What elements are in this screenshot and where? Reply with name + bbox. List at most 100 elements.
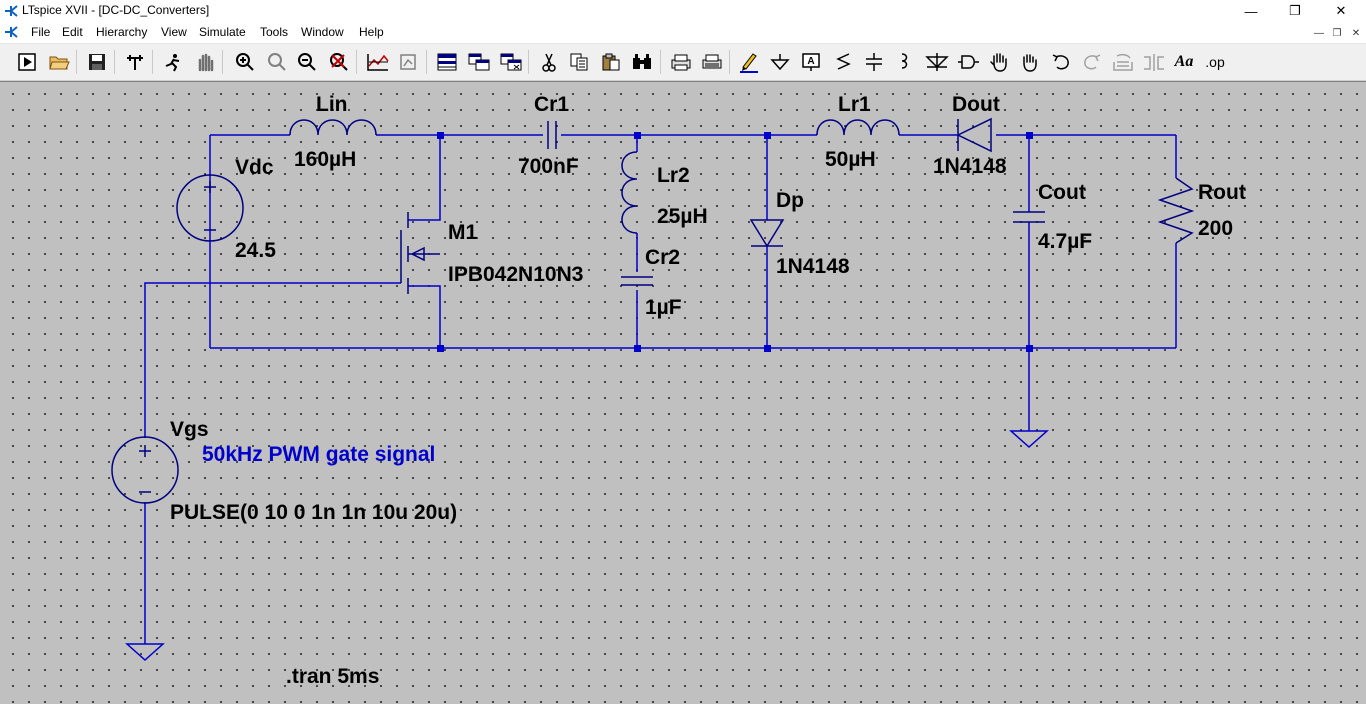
save-icon[interactable] [84, 50, 110, 74]
menu-simulate[interactable]: Simulate [199, 25, 246, 39]
tile-horizontal-icon[interactable] [434, 50, 460, 74]
cr1-name-label[interactable]: Cr1 [534, 93, 570, 116]
run-icon[interactable] [160, 50, 186, 74]
cout-value-label[interactable]: 4.7µF [1038, 230, 1093, 253]
ground-symbol-gate[interactable] [125, 643, 165, 662]
paste-icon[interactable] [598, 50, 624, 74]
lr1-value-label[interactable]: 50µH [825, 148, 876, 171]
drag-hand-icon[interactable] [1016, 50, 1042, 74]
schematic-canvas[interactable] [0, 81, 1366, 704]
lr2-value-label[interactable]: 25µH [657, 205, 708, 228]
cut-icon[interactable] [536, 50, 562, 74]
toolbar-separator [76, 50, 77, 74]
cr1-value-label[interactable]: 700nF [518, 155, 579, 178]
dp-name-label[interactable]: Dp [776, 189, 804, 212]
dout-value-label[interactable]: 1N4148 [933, 155, 1007, 178]
new-schematic-icon[interactable] [14, 50, 40, 74]
open-icon[interactable] [46, 50, 72, 74]
text-icon[interactable]: Aa [1171, 50, 1197, 74]
menu-hierarchy[interactable]: Hierarchy [96, 25, 148, 39]
rotate-icon[interactable] [1110, 50, 1136, 74]
pick-visible-icon[interactable] [396, 50, 422, 74]
tran-directive[interactable]: .tran 5ms [286, 665, 380, 688]
cascade-icon[interactable] [466, 50, 492, 74]
document-icon[interactable] [3, 24, 19, 40]
voltage-source-vdc-symbol[interactable] [176, 174, 244, 242]
inductor-lr1-symbol[interactable] [816, 119, 900, 136]
lin-value-label[interactable]: 160µH [294, 148, 357, 171]
capacitor-cr1-symbol[interactable] [547, 121, 557, 149]
rout-value-label[interactable]: 200 [1198, 217, 1234, 240]
ground-icon[interactable] [767, 50, 793, 74]
print-setup-icon[interactable] [699, 50, 725, 74]
toolbar-separator [222, 50, 223, 74]
minimize-button[interactable]: — [1244, 3, 1258, 19]
zoom-in-icon[interactable] [232, 50, 258, 74]
label-net-icon[interactable]: A [798, 50, 824, 74]
menu-help[interactable]: Help [359, 25, 384, 39]
cr2-name-label[interactable]: Cr2 [645, 246, 681, 269]
rout-name-label[interactable]: Rout [1198, 181, 1246, 204]
ground-symbol-output[interactable] [1009, 430, 1049, 449]
undo-icon[interactable] [1048, 50, 1074, 74]
menu-edit[interactable]: Edit [62, 25, 83, 39]
mdi-restore-button[interactable]: ❐ [1332, 27, 1342, 39]
pwm-comment-text[interactable]: 50kHz PWM gate signal [202, 443, 436, 466]
lin-name-label[interactable]: Lin [316, 93, 348, 116]
cout-name-label[interactable]: Cout [1038, 181, 1086, 204]
draw-wire-icon[interactable] [736, 50, 762, 74]
resistor-rout-symbol[interactable] [1157, 177, 1195, 244]
close-window-icon[interactable] [498, 50, 524, 74]
vdc-value-label[interactable]: 24.5 [235, 239, 276, 262]
close-button[interactable]: ✕ [1335, 3, 1347, 18]
vdc-name-label[interactable]: Vdc [235, 156, 274, 179]
menu-view[interactable]: View [161, 25, 187, 39]
diode-icon[interactable] [924, 50, 950, 74]
toolbar-separator [660, 50, 661, 74]
m1-value-label[interactable]: IPB042N10N3 [448, 263, 584, 286]
menu-file[interactable]: File [31, 25, 51, 39]
inductor-icon[interactable] [892, 50, 918, 74]
zoom-out-icon[interactable] [294, 50, 320, 74]
m1-name-label[interactable]: M1 [448, 221, 478, 244]
control-panel-icon[interactable] [122, 50, 148, 74]
diode-dp-symbol[interactable] [749, 219, 785, 248]
lr2-name-label[interactable]: Lr2 [657, 164, 690, 187]
vgs-value-label[interactable]: PULSE(0 10 0 1n 1n 10u 20u) [170, 501, 458, 524]
restore-button[interactable]: ❐ [1289, 3, 1301, 18]
toolbar: A Aa .op [0, 44, 1366, 81]
zoom-pan-icon[interactable] [264, 50, 290, 74]
redo-icon[interactable] [1079, 50, 1105, 74]
spice-directive-icon[interactable]: .op [1202, 50, 1228, 74]
dout-name-label[interactable]: Dout [952, 93, 1000, 116]
menu-tools[interactable]: Tools [260, 25, 289, 39]
capacitor-icon[interactable] [861, 50, 887, 74]
capacitor-cr2-symbol[interactable] [621, 276, 653, 286]
move-hand-icon[interactable] [986, 50, 1012, 74]
zoom-fit-icon[interactable] [326, 50, 352, 74]
capacitor-cout-symbol[interactable] [1013, 211, 1045, 223]
mosfet-m1-symbol[interactable] [400, 212, 440, 294]
vgs-name-label[interactable]: Vgs [170, 418, 209, 441]
mdi-minimize-button[interactable]: — [1314, 27, 1324, 39]
halt-icon[interactable] [192, 50, 218, 74]
mdi-close-button[interactable]: ✕ [1351, 27, 1361, 39]
cr2-value-label[interactable]: 1µF [645, 296, 682, 319]
autorange-icon[interactable] [365, 50, 391, 74]
component-icon[interactable] [955, 50, 981, 74]
toolbar-separator [528, 50, 529, 74]
voltage-source-vgs-symbol[interactable] [111, 436, 179, 504]
resistor-icon[interactable] [830, 50, 856, 74]
find-icon[interactable] [629, 50, 655, 74]
diode-dout-symbol[interactable] [956, 117, 992, 153]
lr1-name-label[interactable]: Lr1 [838, 93, 871, 116]
mirror-icon[interactable] [1141, 50, 1167, 74]
copy-icon[interactable] [566, 50, 592, 74]
inductor-lin-symbol[interactable] [289, 119, 377, 136]
menu-window[interactable]: Window [301, 25, 344, 39]
inductor-lr2-symbol[interactable] [621, 151, 638, 234]
svg-text:A: A [807, 56, 814, 67]
print-icon[interactable] [668, 50, 694, 74]
dp-value-label[interactable]: 1N4148 [776, 255, 850, 278]
schematic-drawing [111, 117, 1195, 662]
